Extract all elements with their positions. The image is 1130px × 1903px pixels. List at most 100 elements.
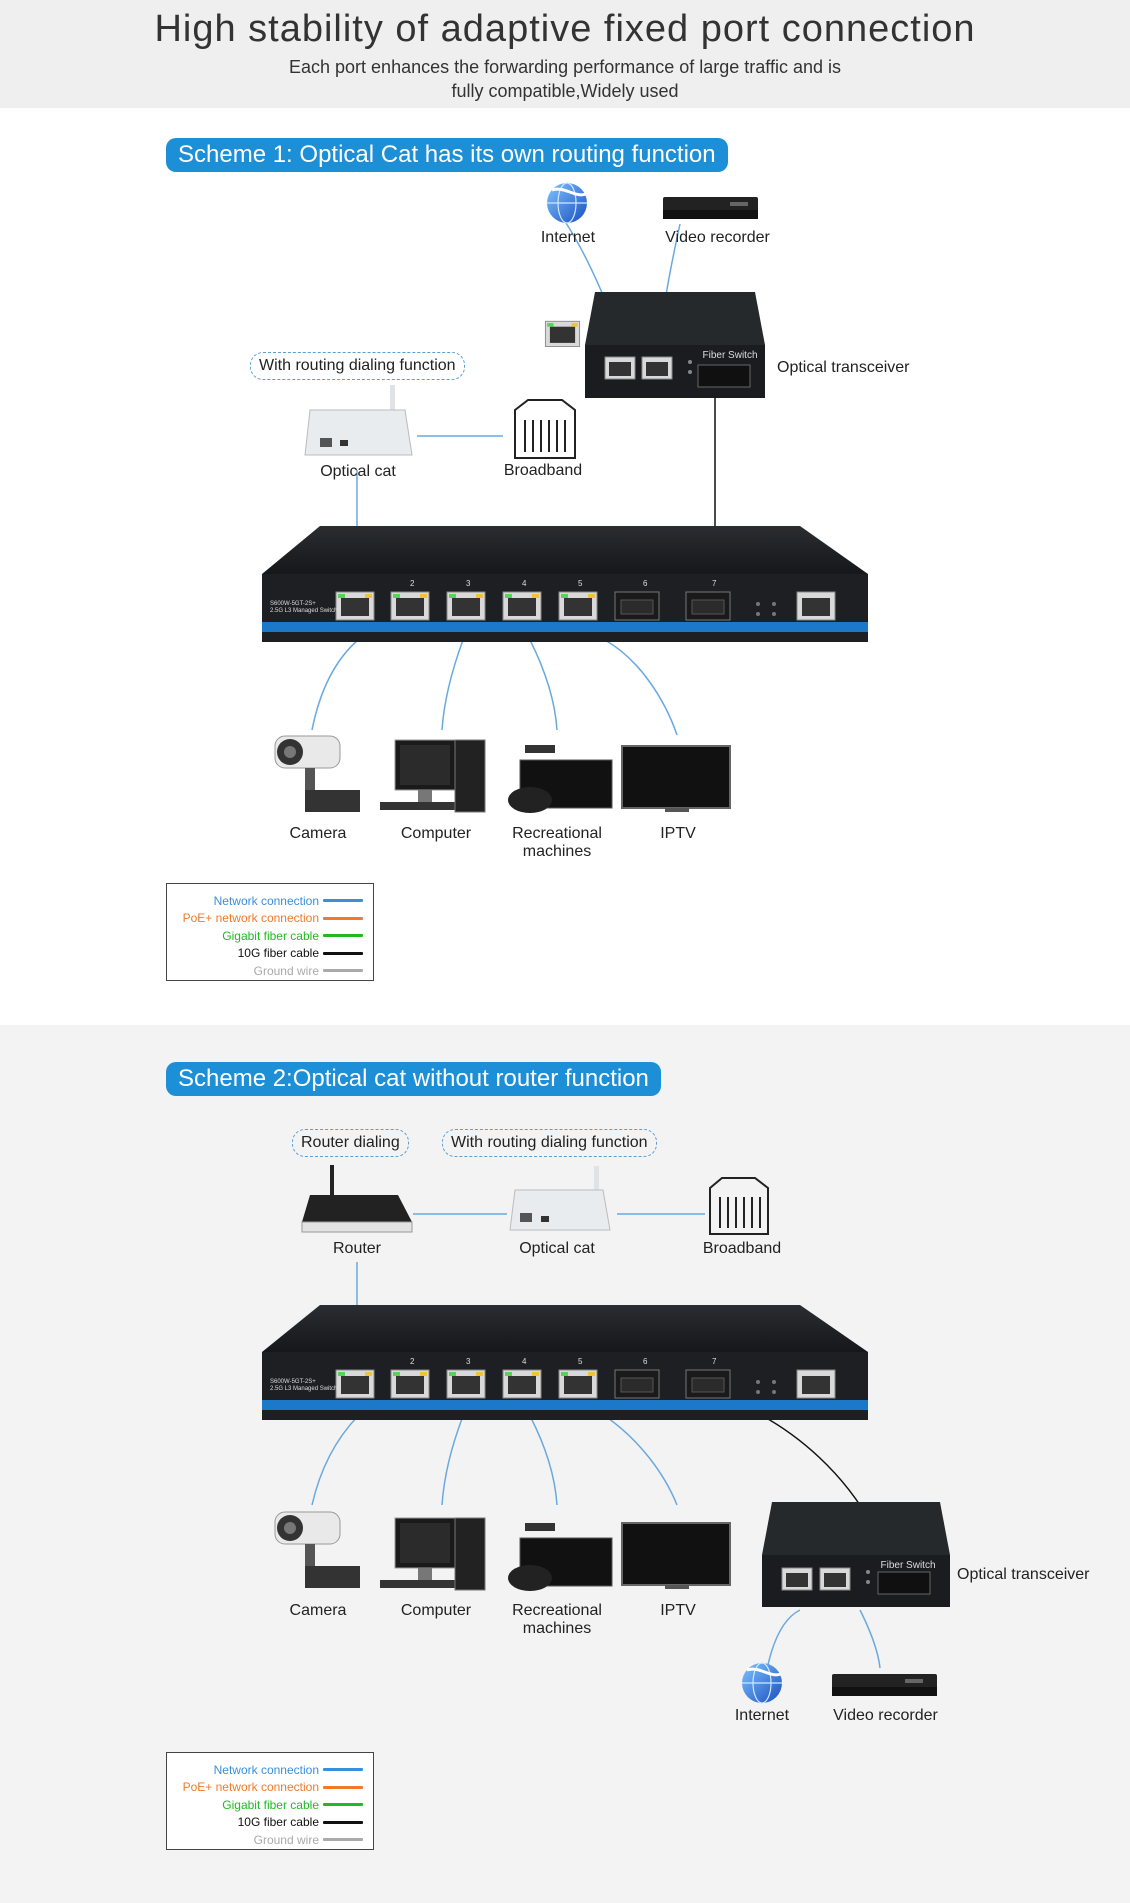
header-banner: High stability of adaptive fixed port co… <box>0 0 1130 108</box>
legend-label: Network connection <box>213 893 319 908</box>
label-router: Router <box>332 1240 382 1257</box>
legend-swatch <box>323 969 363 973</box>
legend-item: 10G fiber cable <box>167 1814 373 1832</box>
router-icon <box>301 1165 413 1233</box>
line-switch-camera <box>311 639 359 731</box>
computer-icon <box>380 739 486 813</box>
legend-label: PoE+ network connection <box>182 911 319 926</box>
label-broadband: Broadband <box>503 462 583 479</box>
legend-swatch <box>323 1768 363 1772</box>
line-switch-console <box>529 639 558 731</box>
label-optical-transceiver-2: Optical transceiver <box>957 1566 1090 1583</box>
label-optical-transceiver: Optical transceiver <box>777 359 910 376</box>
legend-swatch <box>323 1838 363 1842</box>
legend-item: 10G fiber cable <box>167 945 373 963</box>
legend-label: 10G fiber cable <box>237 1815 319 1830</box>
subtitle-line-1: Each port enhances the forwarding perfor… <box>289 57 841 77</box>
switch2-model-desc: 2.5G L3 Managed Switch <box>270 1386 338 1392</box>
legend-swatch <box>323 1785 363 1789</box>
switch1-model: S600W-5GT-2S+ 2.5G L3 Managed Switch <box>270 601 337 615</box>
managed-switch-2 <box>262 1305 868 1420</box>
legend-label: Ground wire <box>253 963 319 978</box>
internet-globe-icon <box>547 182 587 224</box>
legend-item: Ground wire <box>167 1831 373 1849</box>
game-console-icon-2 <box>508 1523 613 1591</box>
label-iptv-2: IPTV <box>660 1602 696 1619</box>
switch2-model: S600W-5GT-2S+ 2.5G L3 Managed Switch <box>270 1379 337 1393</box>
label-video-recorder: Video recorder <box>665 229 770 246</box>
legend-2: Network connection PoE+ network connecti… <box>166 1752 374 1850</box>
port-number: 4 <box>522 1357 527 1366</box>
subtitle-line-2: fully compatible,Widely used <box>451 81 679 101</box>
line-switch-iptv <box>604 639 678 736</box>
scheme2-title: Scheme 2:Optical cat without router func… <box>166 1062 661 1096</box>
router-dialing-note: Router dialing <box>292 1129 409 1157</box>
routing-dialing-note-2: With routing dialing function <box>442 1129 657 1157</box>
computer-icon-2 <box>380 1517 486 1591</box>
label-fiber-switch-2: Fiber Switch <box>880 1560 936 1571</box>
port-number: 2 <box>410 1357 415 1366</box>
legend-swatch <box>323 934 363 938</box>
legend-swatch <box>323 1820 363 1824</box>
label-camera-2: Camera <box>289 1602 347 1619</box>
page-subtitle: Each port enhances the forwarding perfor… <box>0 55 1130 103</box>
legend-label: Ground wire <box>253 1832 319 1847</box>
port-number: 3 <box>466 1357 471 1366</box>
switch1-model-desc: 2.5G L3 Managed Switch <box>270 608 338 614</box>
label-computer: Computer <box>400 825 472 842</box>
legend-swatch <box>323 951 363 955</box>
port-number: 4 <box>522 579 527 588</box>
legend-label: PoE+ network connection <box>182 1780 319 1795</box>
label-internet-2: Internet <box>734 1707 790 1724</box>
page-title: High stability of adaptive fixed port co… <box>154 8 976 50</box>
switch2-model-name: S600W-5GT-2S+ <box>270 1379 316 1385</box>
label-recreational-2-line1: Recreational <box>512 1602 602 1619</box>
legend-swatch <box>323 1803 363 1807</box>
label-internet: Internet <box>540 229 596 246</box>
port-number: 6 <box>643 1357 648 1366</box>
legend-swatch <box>323 899 363 903</box>
optical-cat-device-2 <box>509 1166 611 1231</box>
legend-label: Gigabit fiber cable <box>222 928 319 943</box>
video-recorder-icon <box>663 197 758 219</box>
routing-dialing-note: With routing dialing function <box>250 352 465 380</box>
label-optical-cat: Optical cat <box>320 463 396 480</box>
legend-item: PoE+ network connection <box>167 910 373 928</box>
line-switch-computer-2 <box>441 1415 464 1506</box>
legend-item: PoE+ network connection <box>167 1779 373 1797</box>
legend-item: Network connection <box>167 1761 373 1779</box>
legend-item: Ground wire <box>167 962 373 980</box>
line-switch-console-2 <box>529 1415 558 1506</box>
label-optical-cat-2: Optical cat <box>519 1240 595 1257</box>
line-switch-camera-2 <box>311 1415 359 1506</box>
label-recreational-2: Recreational machines <box>497 1602 617 1638</box>
switch1-port-labels: 2 3 4 5 6 7 <box>0 579 1130 589</box>
port-number: 6 <box>643 579 648 588</box>
legend-label: Network connection <box>213 1762 319 1777</box>
port-number: 5 <box>578 1357 583 1366</box>
legend-1: Network connection PoE+ network connecti… <box>166 883 374 981</box>
legend-swatch <box>323 916 363 920</box>
broadband-icon-2 <box>709 1177 769 1235</box>
line-switch-iptv-2 <box>604 1415 678 1506</box>
legend-item: Network connection <box>167 892 373 910</box>
optical-cat-device <box>304 385 413 456</box>
optical-transceiver-device-2 <box>762 1502 950 1607</box>
legend-label: Gigabit fiber cable <box>222 1797 319 1812</box>
video-recorder-icon-2 <box>832 1674 937 1696</box>
scheme1-title: Scheme 1: Optical Cat has its own routin… <box>166 138 728 172</box>
legend-item: Gigabit fiber cable <box>167 927 373 945</box>
managed-switch-1 <box>262 526 868 642</box>
legend-item: Gigabit fiber cable <box>167 1796 373 1814</box>
port-number: 3 <box>466 579 471 588</box>
internet-globe-icon-2 <box>742 1662 782 1704</box>
port-number: 2 <box>410 579 415 588</box>
iptv-icon <box>621 745 731 812</box>
camera-icon-2 <box>274 1511 360 1588</box>
label-recreational-line2: machines <box>522 843 592 860</box>
port-number: 5 <box>578 579 583 588</box>
legend-label: 10G fiber cable <box>237 946 319 961</box>
switch1-model-name: S600W-5GT-2S+ <box>270 601 316 607</box>
label-recreational-2-line2: machines <box>522 1620 592 1637</box>
